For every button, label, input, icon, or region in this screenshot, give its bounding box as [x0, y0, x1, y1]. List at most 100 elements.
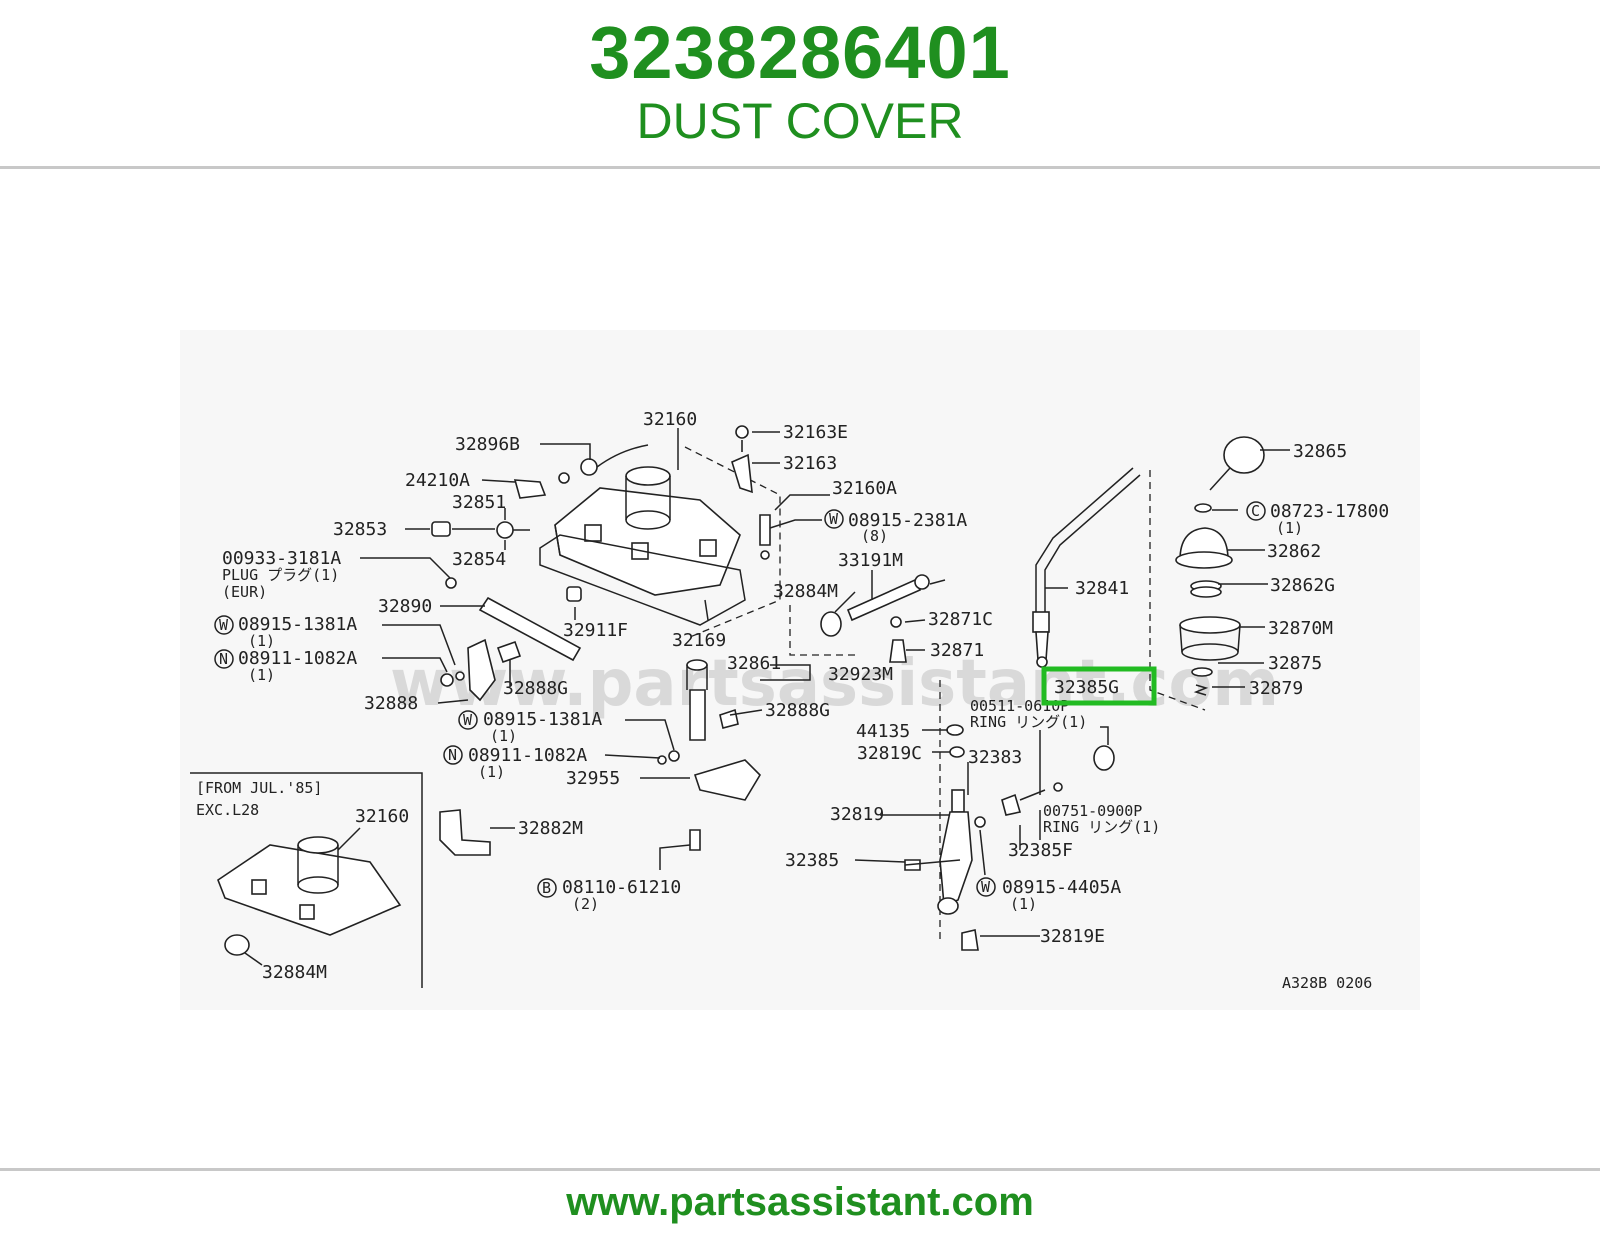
- label-08110-61210-qty: (2): [572, 895, 599, 913]
- label-08911-1082a-1-qty: (1): [248, 666, 275, 684]
- label-32160a: 32160A: [832, 478, 897, 499]
- lower-lever-drawing: [904, 782, 1063, 951]
- diagram-code: A328B 0206: [1282, 974, 1372, 992]
- label-32896b: 32896B: [455, 434, 520, 455]
- label-44135: 44135: [856, 721, 910, 742]
- inset-label-32884m: 32884M: [262, 962, 327, 983]
- label-32888g-1: 32888G: [503, 678, 568, 699]
- w-washer-symbol-1: [824, 509, 844, 529]
- label-32861: 32861: [727, 653, 781, 674]
- watermark: www.partsassistant.com: [390, 647, 1279, 721]
- label-00933-eur: (EUR): [222, 583, 267, 601]
- highlight-box[interactable]: [1041, 666, 1157, 706]
- label-32853: 32853: [333, 519, 387, 540]
- label-08911-1082a-2-qty: (1): [478, 763, 505, 781]
- w-symbol-2: W: [219, 616, 229, 634]
- label-32865: 32865: [1293, 441, 1347, 462]
- label-32882m: 32882M: [518, 818, 583, 839]
- w-symbol-1: W: [829, 510, 839, 528]
- small-parts-top: [431, 425, 771, 602]
- label-08915-4405a: 08915-4405A: [1002, 877, 1121, 898]
- label-08915-2381a: 08915-2381A: [848, 510, 967, 531]
- label-08915-1381a-1-qty: (1): [248, 632, 275, 650]
- label-32879: 32879: [1249, 678, 1303, 699]
- label-32871: 32871: [930, 640, 984, 661]
- n-symbol-2: N: [448, 746, 457, 764]
- w-washer-symbol-2: [214, 615, 234, 635]
- footer-url[interactable]: www.partsassistant.com: [566, 1180, 1034, 1224]
- label-00751-ring: RING リング(1): [1043, 818, 1160, 836]
- inset-note-date: [FROM JUL.'85]: [196, 779, 322, 797]
- inset-note-model: EXC.L28: [196, 801, 259, 819]
- label-32875: 32875: [1268, 653, 1322, 674]
- shift-housing-drawing: [539, 466, 746, 626]
- header-divider: [0, 166, 1600, 169]
- label-08915-1381a-2-qty: (1): [490, 727, 517, 745]
- label-32385f: 32385F: [1008, 840, 1073, 861]
- footer-divider: [0, 1168, 1600, 1171]
- b-symbol: B: [542, 879, 551, 897]
- label-08915-1381a-2: 08915-1381A: [483, 709, 602, 730]
- label-32870m: 32870M: [1268, 618, 1333, 639]
- label-32955: 32955: [566, 768, 620, 789]
- header: 3238286401 DUST COVER: [0, 0, 1600, 168]
- n-nut-symbol-2: [443, 745, 463, 765]
- label-32888: 32888: [364, 693, 418, 714]
- shift-lever-drawing: [1032, 467, 1141, 668]
- label-32163e: 32163E: [783, 422, 848, 443]
- label-32383: 32383: [968, 747, 1022, 768]
- label-32854: 32854: [452, 549, 506, 570]
- label-32385g-highlighted[interactable]: 32385G: [1054, 677, 1119, 698]
- w-symbol-3: W: [463, 711, 473, 729]
- label-32888g-2: 32888G: [765, 700, 830, 721]
- center-parts-drawing: [820, 574, 965, 758]
- label-32160: 32160: [643, 409, 697, 430]
- part-labels: 32160 32163E 32896B 32163 24210A 32160A …: [214, 409, 1389, 992]
- label-08911-1082a-1: 08911-1082A: [238, 648, 357, 669]
- label-32385: 32385: [785, 850, 839, 871]
- label-32163: 32163: [783, 453, 837, 474]
- label-32911f: 32911F: [563, 620, 628, 641]
- label-32923m: 32923M: [828, 664, 893, 685]
- label-08915-4405a-qty: (1): [1010, 895, 1037, 913]
- label-08911-1082a-2: 08911-1082A: [468, 745, 587, 766]
- label-32851: 32851: [452, 492, 506, 513]
- n-symbol-1: N: [219, 650, 228, 668]
- label-08723-17800: 08723-17800: [1270, 501, 1389, 522]
- label-08723-17800-qty: (1): [1276, 519, 1303, 537]
- label-32819e: 32819E: [1040, 926, 1105, 947]
- inset-panel: [FROM JUL.'85] EXC.L28 32160 32884M: [190, 772, 423, 988]
- label-00751-0900p: 00751-0900P: [1043, 802, 1142, 820]
- c-clip-symbol: [1246, 501, 1266, 521]
- label-32862: 32862: [1267, 541, 1321, 562]
- label-32841: 32841: [1075, 578, 1129, 599]
- b-bolt-symbol: [537, 878, 557, 898]
- label-24210a: 24210A: [405, 470, 470, 491]
- label-08915-1381a-1: 08915-1381A: [238, 614, 357, 635]
- label-32871c: 32871C: [928, 609, 993, 630]
- label-32169: 32169: [672, 630, 726, 651]
- label-08110-61210: 08110-61210: [562, 877, 681, 898]
- label-32890: 32890: [378, 596, 432, 617]
- n-nut-symbol-1: [214, 649, 234, 669]
- label-00933-plug: PLUG プラグ(1): [222, 566, 339, 584]
- label-33191m: 33191M: [838, 550, 903, 571]
- w-symbol-4: W: [981, 878, 991, 896]
- part-name: DUST COVER: [636, 93, 964, 149]
- label-32819c: 32819C: [857, 743, 922, 764]
- c-symbol: C: [1251, 502, 1260, 520]
- w-washer-symbol-4: [976, 877, 996, 897]
- label-08915-2381a-qty: (8): [861, 527, 888, 545]
- label-00933-3181a: 00933-3181A: [222, 548, 341, 569]
- right-stack-drawing: [1093, 436, 1265, 771]
- left-linkage-drawing: [439, 638, 762, 856]
- leader-lines: [360, 428, 1290, 937]
- inset-label-32160: 32160: [355, 806, 409, 827]
- label-00511-ring: RING リング(1): [970, 713, 1087, 731]
- part-number: 3238286401: [589, 11, 1011, 94]
- label-32884m: 32884M: [773, 581, 838, 602]
- label-32819: 32819: [830, 804, 884, 825]
- label-32862g: 32862G: [1270, 575, 1335, 596]
- w-washer-symbol-3: [458, 710, 478, 730]
